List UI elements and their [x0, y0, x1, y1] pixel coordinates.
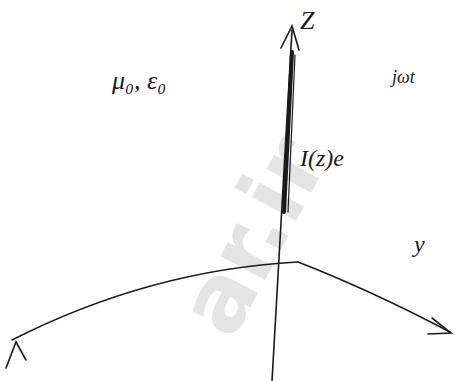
z-arrowhead — [281, 26, 299, 50]
current-line — [284, 52, 292, 212]
axis-label: jωt — [392, 68, 415, 86]
axis-label: y — [414, 232, 425, 256]
axis-label: I(z)e — [300, 146, 344, 170]
z-axis — [272, 30, 292, 381]
x-axis — [12, 262, 298, 340]
axis-label: μ₀, ε₀ — [112, 68, 166, 94]
axis-label: Z — [300, 8, 314, 34]
y-axis — [298, 262, 450, 332]
current-line-edge — [288, 55, 295, 212]
y-arrowhead — [428, 318, 451, 334]
x-arrowhead — [6, 342, 26, 368]
